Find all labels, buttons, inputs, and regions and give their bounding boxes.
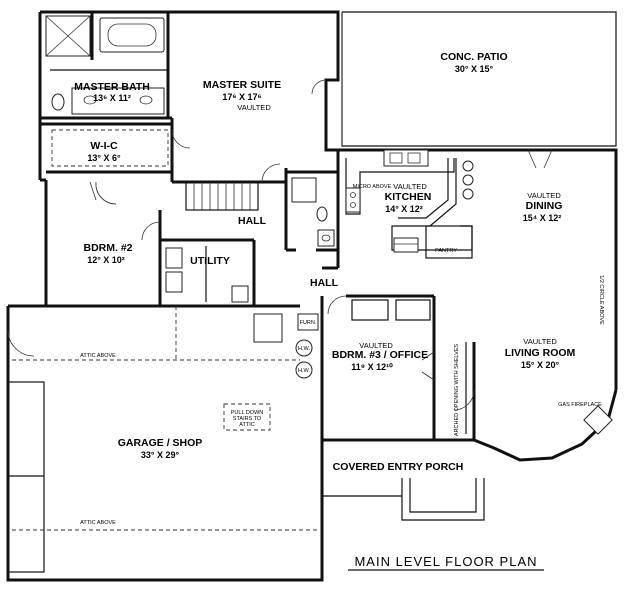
room-name-master-bath: MASTER BATH — [74, 81, 150, 93]
door-swing — [89, 181, 117, 205]
hw-label-1: H.W. — [298, 346, 310, 352]
room-labels: CONC. PATIO 30° X 15° MASTER BATH 13⁶ X … — [74, 51, 575, 473]
hw-label-2: H.W. — [298, 368, 310, 374]
room-note-master-suite: VAULTED — [237, 103, 271, 112]
plan-title-group: MAIN LEVEL FLOOR PLAN — [348, 554, 544, 571]
pull-down-line-2: STAIRS TO — [233, 416, 262, 422]
bathtub — [99, 17, 165, 53]
room-dim-bdrm2: 12° X 10² — [87, 255, 125, 265]
room-dim-master-bath: 13⁶ X 11² — [93, 93, 131, 103]
room-note-kitchen: VAULTED — [393, 182, 427, 191]
room-name-utility: UTILITY — [190, 255, 230, 267]
hall-label-lower: HALL — [310, 277, 339, 289]
room-dim-kitchen: 14° X 12² — [385, 204, 423, 214]
room-dim-patio: 30° X 15° — [455, 64, 494, 74]
room-dim-dining: 15⁴ X 12² — [523, 213, 561, 223]
shower — [45, 15, 91, 57]
room-dim-bdrm3: 11⁹ X 12¹⁰ — [351, 362, 393, 372]
door-swing — [327, 295, 347, 315]
micro-above-label: MICRO ABOVE — [353, 184, 392, 190]
living-room-details — [453, 342, 613, 435]
bdrm2-utility-walls — [158, 210, 256, 306]
hall-bath — [286, 160, 340, 268]
room-name-master-suite: MASTER SUITE — [203, 79, 281, 91]
washer-dryer — [165, 247, 249, 303]
room-name-bdrm3: BDRM. #3 / OFFICE — [332, 349, 428, 361]
attic-above-bottom: ATTIC ABOVE — [80, 520, 116, 526]
room-name-porch: COVERED ENTRY PORCH — [333, 461, 464, 473]
door-swing — [311, 79, 327, 95]
room-note-living: VAULTED — [523, 337, 557, 346]
door-swing — [171, 129, 191, 149]
circle-above-label: 1/2 CIRCLE ABOVE — [598, 275, 604, 325]
pull-down-line-3: ATTIC — [239, 422, 255, 428]
room-name-living: LIVING ROOM — [505, 347, 576, 359]
wic-shelves — [51, 129, 169, 167]
arched-opening-label: ARCHED OPENING WITH SHELVES — [454, 344, 460, 437]
pull-down-line-1: PULL DOWN — [231, 410, 264, 416]
plan-title: MAIN LEVEL FLOOR PLAN — [354, 554, 537, 569]
room-name-garage: GARAGE / SHOP — [118, 437, 203, 449]
vanity — [51, 87, 165, 115]
hall-label-upper: HALL — [238, 215, 267, 227]
room-name-patio: CONC. PATIO — [440, 51, 507, 63]
garage-details — [7, 306, 319, 573]
attic-above-top: ATTIC ABOVE — [80, 353, 116, 359]
room-dim-living: 15° X 20° — [521, 360, 560, 370]
room-note-dining: VAULTED — [527, 191, 561, 200]
room-dim-garage: 33° X 29° — [141, 450, 180, 460]
gas-fireplace-label: GAS FIREPLACE — [558, 402, 602, 408]
room-name-bdrm2: BDRM. #2 — [83, 242, 132, 254]
door-swing — [141, 221, 161, 241]
room-dim-master-suite: 17⁶ X 17⁶ — [222, 92, 261, 102]
room-name-kitchen: KITCHEN — [385, 191, 432, 203]
porch-steps — [322, 478, 485, 521]
door-swing — [421, 351, 435, 381]
room-name-wic: W-I-C — [90, 140, 118, 152]
furn-label: FURN. — [300, 320, 317, 326]
misc-labels: HALL HALL PANTRY MICRO ABOVE FURN. H.W. … — [80, 184, 604, 526]
door-swing — [261, 163, 281, 183]
bdrm3-walls — [320, 266, 436, 440]
stairs — [185, 181, 259, 211]
room-note-bdrm3: VAULTED — [359, 341, 393, 350]
patio-area — [341, 11, 617, 147]
patio-door-swing — [527, 149, 553, 169]
room-dim-wic: 13° X 6° — [87, 153, 121, 163]
room-name-dining: DINING — [526, 200, 563, 212]
kitchen-fixtures — [345, 149, 474, 259]
pantry-label: PANTRY — [435, 248, 457, 254]
